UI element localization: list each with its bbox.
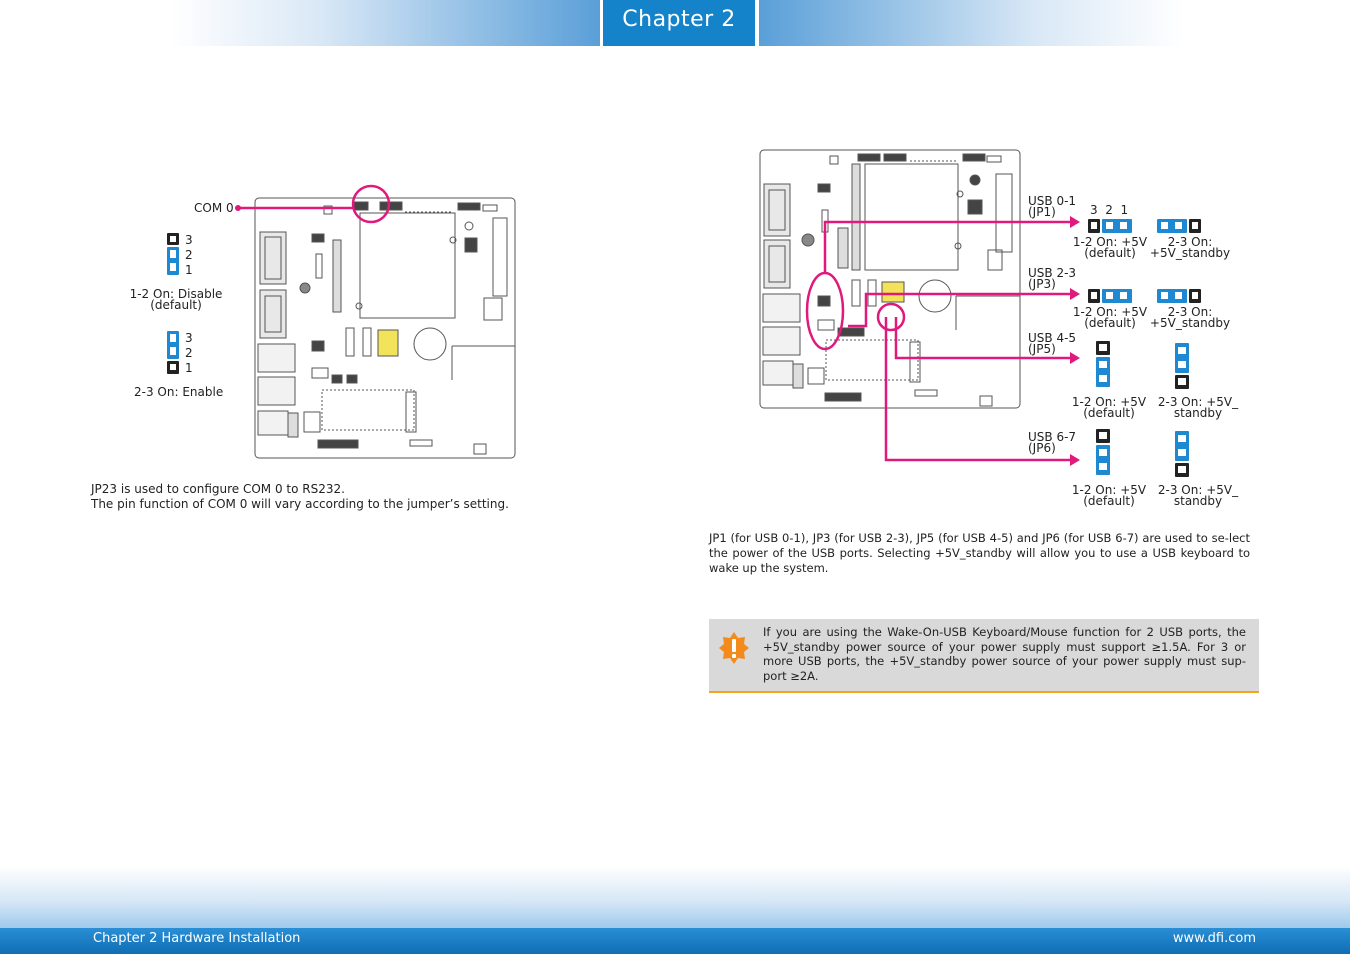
usb-leader-lines [823, 220, 1072, 462]
usb45-jumper: (JP5) [1028, 342, 1056, 356]
jp1-jumper-default [1088, 219, 1132, 233]
note-box: If you are using the Wake-On-USB Keyboar… [709, 619, 1259, 693]
jp3-jumper-default [1088, 289, 1132, 303]
com0-label: COM 0 [194, 201, 234, 215]
com0-jumper-enable [167, 331, 179, 374]
usb45-name: USB 4-5 [1028, 331, 1077, 345]
usb67-jumper: (JP6) [1028, 441, 1056, 455]
usb23-opt1-default: (default) [1084, 316, 1136, 330]
com0-setting-default: (default) [150, 298, 202, 312]
note-text: If you are using the Wake-On-USB Keyboar… [763, 625, 1246, 683]
usb01-opt1-default: (default) [1084, 246, 1136, 260]
chapter-tab: Chapter 2 [603, 0, 755, 46]
left-board [254, 197, 516, 459]
jp6-jumper-default [1096, 429, 1110, 475]
usb67-opt1: 1-2 On: +5V [1071, 483, 1147, 497]
header-band-left [170, 0, 600, 46]
footer-section-title: Chapter 2 Hardware Installation [93, 931, 301, 946]
usb67-name: USB 6-7 [1028, 430, 1077, 444]
footer-band [0, 866, 1350, 930]
jp5-jumper-standby [1175, 343, 1189, 389]
usb01-pin-numbers: 3 2 1 [1090, 203, 1129, 217]
footer-website-link[interactable]: www.dfi.com [1172, 931, 1256, 946]
usb23-opt2-standby: +5V_standby [1149, 316, 1231, 330]
header-band-right [759, 0, 1184, 46]
com0-pin-3b: 3 [185, 331, 193, 345]
usb45-opt2-standby: standby [1173, 406, 1223, 420]
footer-bar [0, 928, 1350, 954]
usb67-opt2-standby: standby [1173, 494, 1223, 508]
com0-desc-line2: The pin function of COM 0 will vary acco… [91, 497, 509, 511]
usb23-opt1: 1-2 On: +5V [1072, 305, 1148, 319]
com0-pin-2b: 2 [185, 346, 193, 360]
right-board [759, 149, 1021, 409]
com0-desc-line1: JP23 is used to configure COM 0 to RS232… [91, 482, 345, 496]
com0-pin-1b: 1 [185, 361, 193, 375]
usb23-name: USB 2-3 [1028, 266, 1077, 280]
jp6-jumper-standby [1175, 431, 1189, 477]
com0-setting-disable: 1-2 On: Disable [129, 287, 223, 301]
com0-pin-3: 3 [185, 233, 193, 247]
usb45-opt1-default: (default) [1083, 406, 1135, 420]
warning-icon [719, 632, 749, 664]
usb67-opt1-default: (default) [1083, 494, 1135, 508]
usb01-opt2: 2-3 On: [1167, 235, 1213, 249]
usb01-opt1: 1-2 On: +5V [1072, 235, 1148, 249]
usb45-opt2: 2-3 On: +5V_ [1157, 395, 1239, 409]
com0-jumper-default [167, 233, 179, 275]
usb23-opt2: 2-3 On: [1167, 305, 1213, 319]
usb67-opt2: 2-3 On: +5V_ [1157, 483, 1239, 497]
com0-setting-enable: 2-3 On: Enable [134, 385, 224, 399]
usb-description: JP1 (for USB 0-1), JP3 (for USB 2-3), JP… [709, 531, 1250, 575]
jp1-jumper-standby [1157, 219, 1201, 233]
com0-pin-1: 1 [185, 263, 193, 277]
usb01-name: USB 0-1 [1028, 194, 1077, 208]
jp3-jumper-standby [1157, 289, 1201, 303]
usb23-jumper: (JP3) [1028, 277, 1056, 291]
usb01-jumper: (JP1) [1028, 205, 1056, 219]
jp5-jumper-default [1096, 341, 1110, 387]
com0-pin-2: 2 [185, 248, 193, 262]
usb45-opt1: 1-2 On: +5V [1071, 395, 1147, 409]
com0-highlight-circle [351, 184, 391, 224]
usb01-opt2-standby: +5V_standby [1149, 246, 1231, 260]
